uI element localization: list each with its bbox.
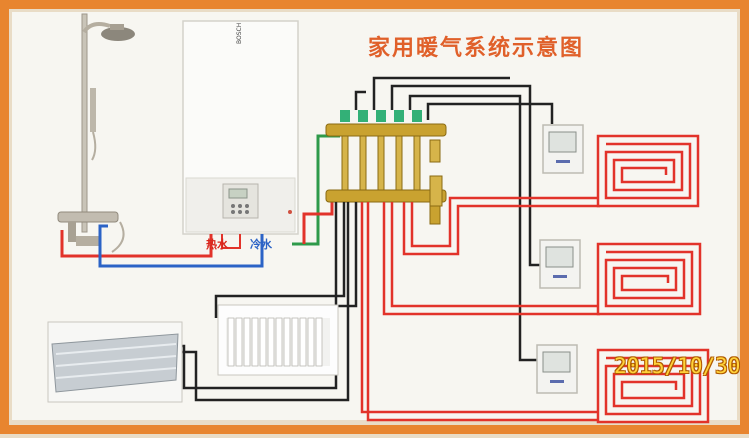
cold-water-pipe (98, 224, 264, 268)
manifold-icon (325, 110, 447, 225)
thermostat-icon (539, 239, 581, 289)
boiler-return-pipe (302, 200, 334, 244)
floor-heating-loop-icon (596, 242, 702, 316)
photo-date-stamp: 2015/10/30 (614, 354, 741, 378)
hot-water-pipe (60, 230, 213, 258)
floor-heating-loop-icon (596, 348, 710, 424)
towel-radiator-icon (47, 321, 183, 403)
heating-supply-pipes (360, 196, 612, 422)
cold-water-label: 冷水 (250, 238, 272, 251)
thermostat-icon (536, 344, 578, 394)
shower-icon (57, 13, 135, 253)
floor-heating-loop-icon (596, 134, 700, 208)
radiator-icon (217, 304, 339, 376)
boiler-brand-label: BOSCH (236, 22, 243, 44)
thermostat-icon (542, 124, 584, 174)
diagram-title: 家用暖气系统示意图 (368, 36, 585, 61)
boiler-icon (182, 20, 299, 235)
hot-water-label: 热水 (206, 238, 228, 251)
domestic-water-pipes (60, 224, 264, 268)
